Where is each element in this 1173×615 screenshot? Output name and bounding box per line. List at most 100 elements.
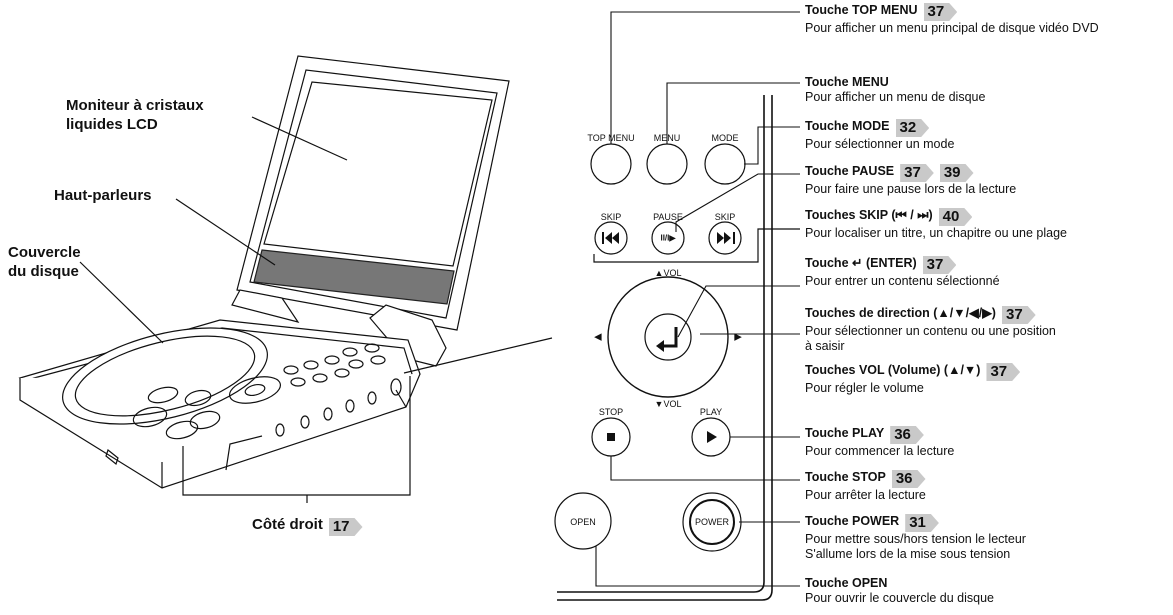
power-button-label: POWER	[694, 517, 730, 527]
callout-title-row: Touche ↵ (ENTER) 37	[805, 256, 1000, 274]
callout-title-row: Touche OPEN	[805, 576, 994, 591]
skip-left-button-label: SKIP	[600, 212, 622, 222]
page-badge: 37	[1002, 306, 1036, 324]
left-arrow-icon: ◀	[594, 331, 602, 342]
callout-description: Pour régler le volume	[805, 381, 924, 395]
lcd-label-line1: Moniteur à cristaux	[66, 97, 204, 114]
power-btn-inner	[689, 499, 735, 545]
callout-title: Touche PLAY	[805, 426, 885, 440]
callout-title: Touche MODE	[805, 119, 890, 133]
callout-description: Pour commencer la lecture	[805, 444, 955, 458]
pause-button-label: PAUSE	[653, 212, 683, 222]
panel-buttons	[554, 143, 746, 552]
page-badge: 37	[923, 256, 957, 274]
callout-title-row: Touches SKIP (⏮ / ⏭) 40	[805, 208, 1067, 226]
page-badge: 31	[905, 514, 939, 532]
callout-title: Touche STOP	[805, 470, 886, 484]
callout-leaders	[595, 11, 800, 587]
dvd-player-drawing	[18, 55, 553, 503]
open-btn-shape	[554, 492, 612, 550]
mode-button-label: MODE	[711, 133, 739, 143]
menu-btn-shape	[646, 143, 688, 185]
top-menu-btn-shape	[590, 143, 632, 185]
callout-title-row: Touche MODE 32	[805, 119, 954, 137]
page-badge: 17	[329, 518, 363, 536]
right-side-text: Côté droit	[252, 516, 323, 533]
callout-description: Pour mettre sous/hors tension le lecteur	[805, 532, 1026, 546]
open-button-label: OPEN	[570, 517, 596, 527]
callout-title-row: Touches VOL (Volume) (▲/▼) 37	[805, 363, 1020, 381]
cover-label-line2: du disque	[8, 263, 79, 280]
callout-title-row: Touche MENU	[805, 75, 985, 90]
callout-description: Pour ouvrir le couvercle du disque	[805, 591, 994, 605]
callout-title: Touches SKIP (⏮ / ⏭)	[805, 208, 933, 222]
stop-button-label: STOP	[598, 407, 624, 417]
left-leaders	[79, 116, 348, 344]
callout-title: Touche POWER	[805, 514, 900, 528]
callout-description: Pour sélectionner un contenu ou une posi…	[805, 324, 1056, 338]
lcd-label: Moniteur à cristaux liquides LCD	[66, 96, 204, 134]
page-badge: 32	[896, 119, 930, 137]
vol-up-label: ▲VOL	[654, 268, 682, 278]
mode-btn-shape	[704, 143, 746, 185]
callout-title-row: Touche PLAY 36	[805, 426, 954, 444]
top-menu-button-label: TOP MENU	[587, 133, 635, 143]
callout-description: Pour localiser un titre, un chapitre ou …	[805, 226, 1067, 240]
right-arrow-icon: ▶	[734, 331, 742, 342]
lcd-label-line2: liquides LCD	[66, 116, 158, 133]
pause-symbol: II/I▶	[660, 233, 676, 243]
callout-title-row: Touche PAUSE 37 39	[805, 164, 1016, 182]
right-side-bracket	[182, 376, 411, 496]
callout-title-row: Touche TOP MENU 37	[805, 3, 1099, 21]
callout-description: Pour sélectionner un mode	[805, 137, 955, 151]
callout-description: Pour arrêter la lecture	[805, 488, 926, 502]
speakers-label: Haut-parleurs	[54, 187, 152, 204]
right-side-label: Côté droit 17	[252, 515, 363, 536]
callout-title: Touches VOL (Volume) (▲/▼)	[805, 363, 981, 377]
cover-label-line1: Couvercle	[8, 244, 81, 261]
callout-title: Touche MENU	[805, 75, 889, 89]
page-badge: 36	[890, 426, 924, 444]
callout-description: Pour faire une pause lors de la lecture	[805, 182, 1017, 196]
page-badge: 40	[939, 208, 973, 226]
callout-title-row: Touche POWER 31	[805, 514, 1026, 532]
callout-description: à saisir	[805, 339, 845, 353]
callout-title: Touche PAUSE	[805, 164, 895, 178]
callout-title: Touches de direction (▲/▼/◀/▶)	[805, 306, 996, 320]
callout-description: Pour entrer un contenu sélectionné	[805, 274, 1000, 288]
page-badge: 37	[986, 363, 1020, 381]
callout-description: S'allume lors de la mise sous tension	[805, 547, 1011, 561]
play-button-label: PLAY	[699, 407, 723, 417]
enter-glyph	[660, 327, 678, 348]
callout-title: Touche OPEN	[805, 576, 888, 590]
callout-title-row: Touches de direction (▲/▼/◀/▶) 37	[805, 306, 1056, 324]
callout-title: Touche ↵ (ENTER)	[805, 256, 917, 270]
enter-btn-shape	[644, 313, 692, 361]
vol-down-label: ▼VOL	[654, 399, 682, 409]
page-badge: 37	[924, 3, 958, 21]
page-badge: 39	[940, 164, 974, 182]
menu-button-label: MENU	[653, 133, 681, 143]
speaker-grill	[253, 249, 455, 305]
panel-frame	[557, 95, 773, 601]
callout-title: Touche TOP MENU	[805, 3, 918, 17]
cover-label: Couvercle du disque	[8, 243, 81, 281]
callout-description: Pour afficher un menu principal de disqu…	[805, 21, 1099, 35]
page-badge: 37	[900, 164, 934, 182]
skip-right-button-label: SKIP	[714, 212, 736, 222]
